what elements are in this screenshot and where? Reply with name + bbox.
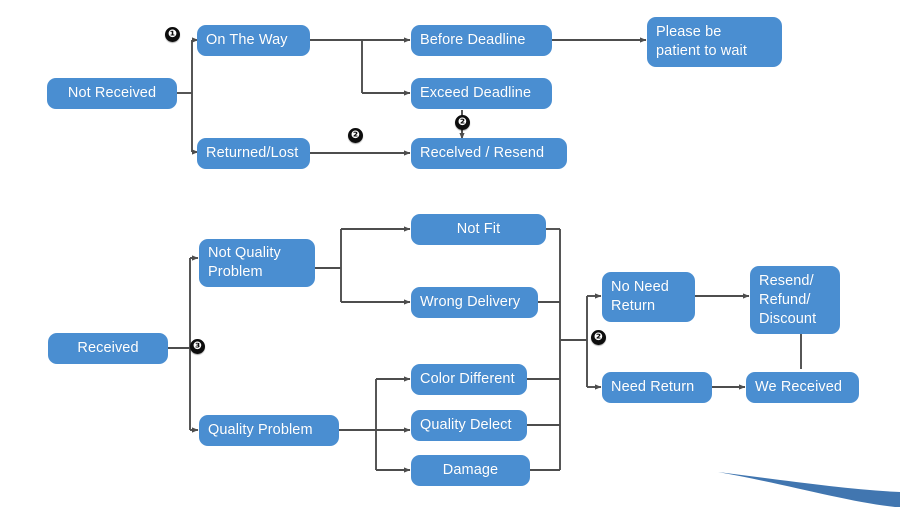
node-quality-delect[interactable]: Quality Delect [411, 410, 527, 441]
node-not-received[interactable]: Not Received [47, 78, 177, 109]
node-no-need-return[interactable]: No Need Return [602, 272, 695, 322]
node-exceed-deadline[interactable]: Exceed Deadline [411, 78, 552, 109]
node-received-resend[interactable]: Recelved / Resend [411, 138, 567, 169]
node-before-deadline[interactable]: Before Deadline [411, 25, 552, 56]
node-resend-refund-discount[interactable]: Resend/ Refund/ Discount [750, 266, 840, 334]
node-quality-problem[interactable]: Quality Problem [199, 415, 339, 446]
node-wrong-delivery[interactable]: Wrong Delivery [411, 287, 538, 318]
node-please-be-patient[interactable]: Please be patient to wait [647, 17, 782, 67]
marker-2-return-split: ❷ [591, 330, 606, 345]
node-color-different[interactable]: Color Different [411, 364, 527, 395]
marker-1: ❶ [165, 27, 180, 42]
node-need-return[interactable]: Need Return [602, 372, 712, 403]
node-damage[interactable]: Damage [411, 455, 530, 486]
node-not-quality-problem[interactable]: Not Quality Problem [199, 239, 315, 287]
node-we-received[interactable]: We Received [746, 372, 859, 403]
node-not-fit[interactable]: Not Fit [411, 214, 546, 245]
marker-3: ❸ [190, 339, 205, 354]
decorative-swoosh-icon [718, 472, 900, 507]
node-returned-lost[interactable]: Returned/Lost [197, 138, 310, 169]
node-received[interactable]: Received [48, 333, 168, 364]
marker-2-returned-lost: ❷ [348, 128, 363, 143]
marker-2-exceed-deadline: ❷ [455, 115, 470, 130]
node-on-the-way[interactable]: On The Way [197, 25, 310, 56]
